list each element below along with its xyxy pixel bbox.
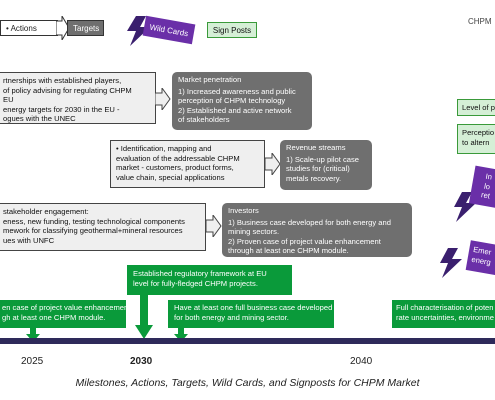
legend-sign-posts: Sign Posts [207, 22, 257, 38]
arrow-right-icon [265, 153, 281, 175]
action-line: mework for classifying geothermal+minera… [3, 226, 183, 236]
milestone-line: for both energy and mining sector. [174, 312, 289, 322]
arrow-right-icon [56, 16, 70, 40]
legend-bullet-icon: • [6, 24, 9, 33]
target-investors: Investors 1) Business case developed for… [222, 203, 412, 257]
timeline-tick-2030: 2030 [130, 356, 153, 367]
action-box-3: stakeholder engagement: eness, new fundi… [0, 203, 206, 251]
timeline-bar [0, 338, 495, 344]
target-item: perception of CHPM technology [178, 96, 286, 106]
lightning-icon [127, 16, 150, 46]
action-box-2: • Identification, mapping and evaluation… [110, 140, 265, 188]
target-title: Investors [228, 206, 259, 215]
action-line: • Identification, mapping and [116, 144, 212, 153]
action-line: eness, new funding, testing technologica… [3, 216, 185, 226]
arrow-down-icon [174, 328, 188, 342]
legend-wild-cards-label: Wild Cards [148, 22, 190, 38]
target-item: studies for (critical) [286, 164, 350, 174]
signpost-line: Perceptio [462, 128, 495, 137]
legend-actions-label: Actions [10, 24, 37, 33]
action-line: market - customers, product forms, [116, 163, 234, 173]
target-item: 2) Proven case of project value enhancem… [228, 236, 381, 246]
legend-sign-posts-label: Sign Posts [212, 25, 252, 35]
action-line: EU [3, 95, 14, 105]
action-line: rtnerships with established players, [3, 76, 122, 85]
arrow-right-icon [155, 88, 171, 110]
signpost-line: Level of p [462, 103, 495, 112]
arrow-down-icon [26, 328, 40, 342]
top-right-label: CHPM [468, 17, 492, 26]
milestone-regulatory-framework: Established regulatory framework at EU l… [127, 265, 292, 295]
action-line: ues with UNFC [3, 235, 55, 245]
arrow-right-icon [206, 215, 222, 237]
target-market-penetration: Market penetration 1) Increased awarenes… [172, 72, 312, 130]
target-title: Market penetration [178, 75, 242, 84]
milestone-proven-case: en case of project value enhancement gh … [0, 300, 126, 328]
milestone-line: rate uncertainties, environme [396, 312, 494, 322]
timeline-tick-2025: 2025 [21, 356, 44, 367]
milestone-line: gh at least one CHPM module. [2, 312, 106, 322]
legend-targets: Targets [67, 20, 104, 36]
lightning-icon [440, 248, 462, 278]
wild-card-line: ret [480, 190, 491, 201]
action-line: value chain, special applications [116, 172, 225, 182]
target-item: through at least one CHPM module. [228, 246, 349, 256]
legend-actions: • Actions [0, 20, 58, 36]
legend-targets-label: Targets [73, 24, 100, 33]
wild-card-box-1: In lo ret [468, 165, 495, 209]
milestone-line: Established regulatory framework at EU [133, 269, 267, 278]
action-line: energy targets for 2030 in the EU - [3, 104, 120, 114]
lightning-icon [454, 192, 476, 222]
milestone-line: Have at least one full business case dev… [174, 303, 333, 312]
target-revenue-streams: Revenue streams 1) Scale-up pilot case s… [280, 140, 372, 190]
figure-caption: Milestones, Actions, Targets, Wild Cards… [75, 377, 420, 389]
target-item: 1) Scale-up pilot case [286, 154, 360, 164]
action-line: evaluation of the addressable CHPM [116, 153, 240, 163]
target-item: mining sectors. [228, 227, 280, 237]
wild-card-box-2: Emer energ [465, 240, 495, 276]
milestone-line: level for fully-fledged CHPM projects. [133, 278, 258, 288]
target-item: metals recovery. [286, 173, 342, 183]
target-item: 1) Business case developed for both ener… [228, 217, 391, 227]
milestone-full-characterisation: Full characterisation of poten rate unce… [392, 300, 495, 328]
signpost-box-2: Perceptio to altern [457, 124, 495, 154]
action-line: of policy advising for regulating CHPM [3, 85, 132, 95]
signpost-box-1: Level of p [457, 99, 495, 116]
action-line: stakeholder engagement: [3, 207, 89, 216]
signpost-line: to altern [462, 137, 490, 147]
target-item: 1) Increased awareness and public [178, 86, 296, 96]
arrow-down-icon [135, 295, 153, 339]
milestone-line: en case of project value enhancement [2, 303, 126, 312]
target-item: 2) Established and active network [178, 105, 292, 115]
target-title: Revenue streams [286, 143, 346, 152]
action-box-1: rtnerships with established players, of … [0, 72, 156, 124]
milestone-line: Full characterisation of poten [396, 303, 494, 312]
action-line: ogues with the UNEC [3, 114, 76, 124]
timeline-tick-2040: 2040 [350, 356, 373, 367]
target-item: of stakeholders [178, 115, 230, 125]
milestone-business-case: Have at least one full business case dev… [168, 300, 334, 328]
